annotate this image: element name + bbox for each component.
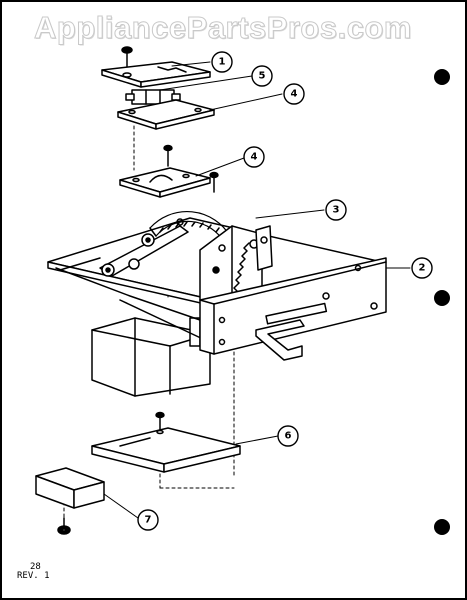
lever-arm [99, 225, 189, 277]
callout-6: 6 [277, 425, 299, 447]
right-post [255, 225, 273, 271]
callout-label: 4 [251, 152, 258, 163]
plate-screw-right [209, 171, 219, 193]
motor-block [91, 317, 211, 397]
page-number: 28 [30, 562, 41, 572]
callout-label: 6 [285, 431, 292, 442]
callout-label: 1 [219, 57, 226, 68]
watermark: AppliancePartsPros.com [34, 10, 412, 46]
switch-cover-part [101, 61, 211, 88]
callout-label: 7 [145, 515, 152, 526]
callout-label: 2 [419, 263, 426, 274]
lower-screw [155, 411, 165, 433]
callout-label: 3 [333, 205, 340, 216]
binder-hole-middle [434, 290, 450, 306]
lower-bracket-part [91, 427, 241, 473]
switch-bracket-part [117, 99, 215, 130]
binder-hole-bottom [434, 519, 450, 535]
small-block-part [35, 467, 105, 509]
callout-1: 2 [411, 257, 433, 279]
callout-4-bracket: 4 [283, 83, 305, 105]
callout-2: 3 [325, 199, 347, 221]
callout-5: 5 [251, 65, 273, 87]
callout-7: 7 [137, 509, 159, 531]
page-reference: 28 REV. 1 [17, 563, 50, 581]
callout-label: 4 [291, 89, 298, 100]
callout-label: 5 [259, 71, 266, 82]
callout-3: 4 [243, 146, 265, 168]
callout-4-top: 1 [211, 51, 233, 73]
plate-screw-left [163, 144, 173, 167]
bottom-fastener [57, 517, 71, 535]
chassis-bracket-part [199, 257, 387, 355]
slide-lever [255, 319, 305, 361]
revision-label: REV. 1 [17, 571, 50, 581]
binder-hole-top [434, 69, 450, 85]
mounting-plate-part [119, 167, 211, 198]
